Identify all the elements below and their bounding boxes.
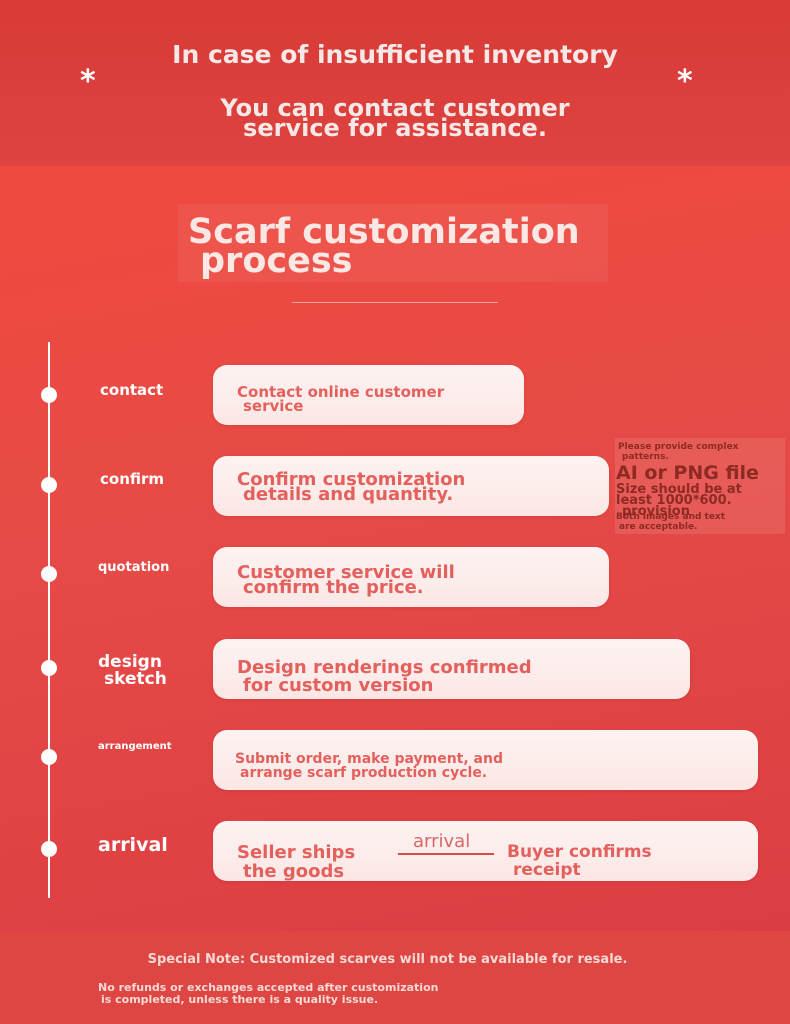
arrival-buyer-confirms: Buyer confirms receipt [507,843,652,879]
contact-service-line-1: You can contact customer [220,94,570,122]
step-card-confirm: Confirm customization details and quanti… [213,456,609,516]
step-card-text-design-sketch: Design renderings confirmed for custom v… [237,659,532,695]
contact-service-line-2: service for assistance. [243,114,547,142]
process-section: Scarf customization process contact Cont… [0,166,790,931]
note-images-text: Both images and text are acceptable. [616,512,725,532]
refund-policy-line: No refunds or exchanges accepted after c… [98,981,439,994]
step-card-line: arrange scarf production cycle. [240,765,488,781]
step-card-text-quotation: Customer service will confirm the price. [237,562,455,598]
note-line: are acceptable. [619,522,698,532]
note-size-requirement: Size should be at least 1000*600. provis… [616,482,742,519]
step-card-line: service [243,397,304,415]
note-complex-patterns: Please provide complex patterns. [618,442,738,462]
note-line: least 1000*600. [616,493,732,508]
step-card-text-contact: Contact online customer service [237,383,445,415]
arrival-middle-label: arrival [413,831,471,852]
step-card-line: Contact online customer [237,383,445,401]
page-title: Scarf customization process [188,212,628,281]
step-card-line: for custom version [243,675,434,696]
timeline-dot-contact [41,387,57,403]
arrival-seller-ships: Seller ships the goods [237,843,355,881]
inventory-notice-heading: In case of insufficient inventory [172,40,618,69]
timeline-dot-design-sketch [41,660,57,676]
step-card-line: receipt [513,860,581,880]
step-card-arrangement: Submit order, make payment, and arrange … [213,730,758,790]
timeline-dot-confirm [41,477,57,493]
star-icon-right: * [677,64,693,99]
note-line: Both images and text [616,512,726,522]
star-icon-left: * [80,64,96,99]
step-card-text-arrangement: Submit order, make payment, and arrange … [235,752,503,780]
timeline-dot-arrival [41,841,57,857]
contact-service-notice: You can contact customer service for ass… [0,94,790,142]
title-underline [292,302,498,303]
page-title-line-1: Scarf customization [188,212,580,252]
special-note: Special Note: Customized scarves will no… [147,952,628,967]
note-line: Please provide complex [618,442,739,452]
step-card-arrival: Seller ships the goods arrival Buyer con… [213,821,758,881]
step-label-arrangement: arrangement [98,741,172,752]
footer-notes: Special Note: Customized scarves will no… [0,931,790,1024]
step-label-design-sketch: design sketch [98,654,167,688]
title-panel [178,204,608,282]
step-card-line: Seller ships [237,842,356,863]
step-label-quotation: quotation [98,560,170,575]
step-card-line: Customer service will [237,562,455,583]
step-label-contact: contact [100,381,164,399]
step-card-line: the goods [243,861,345,882]
step-card-line: confirm the price. [243,577,424,598]
step-label-confirm: confirm [100,470,165,488]
timeline-dot-quotation [41,566,57,582]
step-card-line: details and quantity. [243,484,454,505]
arrival-connector-line [398,853,494,855]
note-file-format: AI or PNG file [616,462,759,484]
step-card-line: Confirm customization [237,469,466,490]
file-requirements-note: Please provide complex patterns. AI or P… [615,438,785,534]
step-card-quotation: Customer service will confirm the price. [213,547,609,607]
timeline-line [48,342,50,898]
note-line: patterns. [622,452,669,462]
step-card-line: Buyer confirms [507,842,652,862]
refund-policy: No refunds or exchanges accepted after c… [98,982,438,1006]
step-card-design-sketch: Design renderings confirmed for custom v… [213,639,690,699]
step-card-contact: Contact online customer service [213,365,524,425]
refund-policy-line: is completed, unless there is a quality … [101,993,379,1006]
timeline-dot-arrangement [41,749,57,765]
top-banner: In case of insufficient inventory * * Yo… [0,0,790,166]
step-card-line: Design renderings confirmed [237,657,532,678]
page-title-line-2: process [200,241,353,281]
step-card-line: Submit order, make payment, and [235,751,503,767]
note-line: Size should be at [616,482,742,497]
step-label-line: design [98,652,162,672]
step-label-line: sketch [104,669,167,689]
step-card-text-confirm: Confirm customization details and quanti… [237,469,466,505]
note-line: provision [622,504,690,519]
step-label-arrival: arrival [98,834,168,856]
